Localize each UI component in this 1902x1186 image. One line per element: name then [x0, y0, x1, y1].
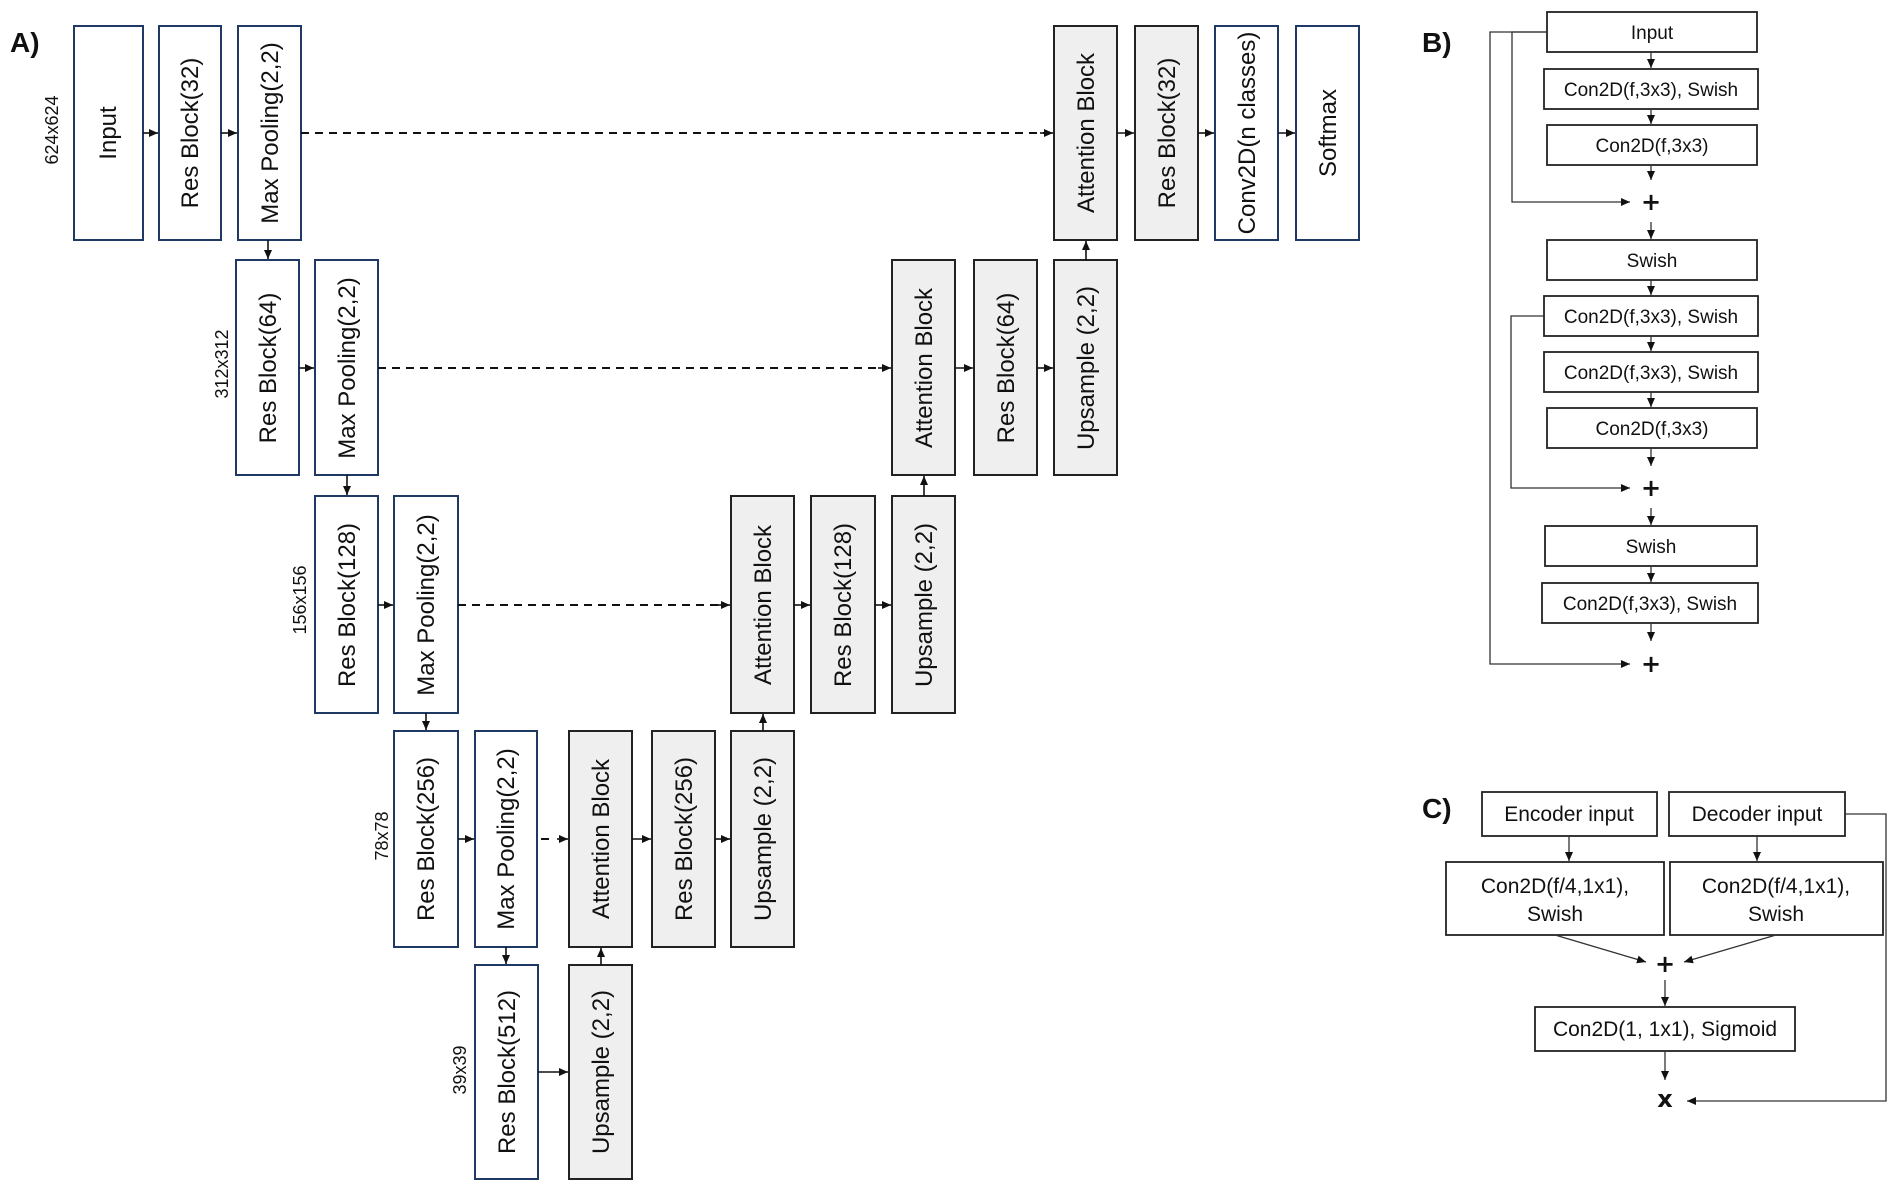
svg-text:Max Pooling(2,2): Max Pooling(2,2) [334, 277, 361, 458]
sigmoid-conv-box: Con2D(1, 1x1), Sigmoid [1534, 1006, 1796, 1052]
svg-text:Res Block(32): Res Block(32) [1154, 58, 1181, 209]
svg-text:Swish: Swish [1626, 537, 1677, 558]
res-swish-1: Swish [1546, 239, 1758, 281]
svg-text:Decoder input: Decoder input [1692, 803, 1823, 826]
upsample-3: Upsample (2,2) [730, 730, 795, 948]
res-conv-swish-4: Con2D(f,3x3), Swish [1541, 582, 1759, 624]
svg-text:Upsample (2,2): Upsample (2,2) [588, 990, 615, 1154]
svg-text:Swish: Swish [1627, 251, 1678, 272]
max-pooling-3: Max Pooling(2,2) [393, 495, 459, 714]
attention-block-arrows [1554, 813, 1887, 1105]
resolution-624-label: 624x624 [42, 95, 62, 164]
max-pooling-1: Max Pooling(2,2) [237, 25, 302, 241]
softmax-block: Softmax [1295, 25, 1360, 241]
svg-text:Res Block(128): Res Block(128) [830, 523, 857, 687]
svg-text:Upsample (2,2): Upsample (2,2) [1073, 286, 1100, 450]
svg-text:Res Block(512): Res Block(512) [494, 990, 521, 1154]
network-arrows [143, 129, 1295, 1076]
res-conv-swish-1: Con2D(f,3x3), Swish [1543, 68, 1759, 110]
svg-text:Attention Block: Attention Block [588, 758, 615, 919]
encoder-input-box: Encoder input [1481, 791, 1658, 837]
encoder-conv-box: Con2D(f/4,1x1), Swish [1445, 861, 1665, 936]
svg-text:Con2D(f,3x3), Swish: Con2D(f,3x3), Swish [1564, 307, 1738, 328]
attention-plus: + [1655, 950, 1675, 978]
svg-text:Attention Block: Attention Block [1073, 52, 1100, 213]
upsample-2: Upsample (2,2) [891, 495, 956, 714]
svg-text:Res Block(32): Res Block(32) [177, 58, 204, 209]
svg-text:Input: Input [1631, 23, 1674, 44]
res-plus-2: + [1641, 474, 1661, 502]
resolution-39-label: 39x39 [450, 1045, 470, 1094]
res-block-512: Res Block(512) [474, 964, 539, 1180]
svg-text:Res Block(64): Res Block(64) [993, 293, 1020, 444]
svg-text:Max Pooling(2,2): Max Pooling(2,2) [413, 514, 440, 695]
attention-block-1: Attention Block [1053, 25, 1118, 241]
panel-b-label: B) [1422, 27, 1452, 58]
decoder-input-box: Decoder input [1668, 791, 1846, 837]
panel-c-label: C) [1422, 793, 1452, 824]
svg-text:Encoder input: Encoder input [1504, 803, 1634, 826]
upsample-1: Upsample (2,2) [1053, 259, 1118, 476]
res-block-32-decoder: Res Block(32) [1134, 25, 1199, 241]
res-block-256-decoder: Res Block(256) [651, 730, 716, 948]
attention-block-2: Attention Block [891, 259, 956, 476]
resolution-78-label: 78x78 [372, 811, 392, 860]
svg-text:Upsample (2,2): Upsample (2,2) [750, 757, 777, 921]
max-pooling-4: Max Pooling(2,2) [474, 730, 538, 948]
res-block-128: Res Block(128) [314, 495, 379, 714]
res-block-32: Res Block(32) [158, 25, 222, 241]
svg-text:Swish: Swish [1748, 903, 1804, 926]
svg-text:Con2D(f,3x3): Con2D(f,3x3) [1596, 419, 1709, 440]
panel-a-label: A) [10, 27, 40, 58]
res-conv-swish-3: Con2D(f,3x3), Swish [1543, 351, 1759, 393]
res-swish-2: Swish [1544, 525, 1758, 567]
svg-text:Attention Block: Attention Block [750, 524, 777, 685]
res-block-arrows [1489, 31, 1655, 668]
svg-text:Swish: Swish [1527, 903, 1583, 926]
svg-text:Conv2D(n classes): Conv2D(n classes) [1234, 32, 1261, 235]
attention-multiply: x [1657, 1085, 1673, 1113]
input-block: Input [73, 25, 144, 241]
svg-text:Res Block(256): Res Block(256) [671, 757, 698, 921]
res-block-detail: Input Con2D(f,3x3), Swish Con2D(f,3x3) +… [1489, 11, 1759, 678]
res-conv-1: Con2D(f,3x3) [1546, 124, 1758, 166]
resolution-312-label: 312x312 [212, 329, 232, 398]
attention-block-3: Attention Block [730, 495, 795, 714]
upsample-4: Upsample (2,2) [568, 964, 633, 1180]
svg-text:Con2D(f,3x3), Swish: Con2D(f,3x3), Swish [1564, 80, 1738, 101]
attention-block-detail: Encoder input Decoder input Con2D(f/4,1x… [1445, 791, 1887, 1113]
attention-block-4: Attention Block [568, 730, 633, 948]
svg-text:Res Block(128): Res Block(128) [334, 523, 361, 687]
res-block-128-decoder: Res Block(128) [810, 495, 876, 714]
svg-text:Con2D(f/4,1x1),: Con2D(f/4,1x1), [1481, 875, 1629, 898]
res-block-256: Res Block(256) [393, 730, 459, 948]
res-block-64: Res Block(64) [235, 259, 300, 476]
svg-text:Con2D(f,3x3), Swish: Con2D(f,3x3), Swish [1563, 594, 1737, 615]
svg-text:Max Pooling(2,2): Max Pooling(2,2) [257, 42, 284, 223]
res-input-box: Input [1546, 11, 1758, 53]
res-plus-1: + [1641, 188, 1661, 216]
svg-text:Con2D(1, 1x1), Sigmoid: Con2D(1, 1x1), Sigmoid [1553, 1018, 1777, 1041]
res-block-64-decoder: Res Block(64) [973, 259, 1038, 476]
svg-text:Con2D(f,3x3), Swish: Con2D(f,3x3), Swish [1564, 363, 1738, 384]
svg-text:Con2D(f,3x3): Con2D(f,3x3) [1596, 136, 1709, 157]
conv2d-output-block: Conv2D(n classes) [1214, 25, 1279, 241]
resolution-156-label: 156x156 [290, 565, 310, 634]
svg-text:Softmax: Softmax [1315, 89, 1342, 177]
decoder-conv-box: Con2D(f/4,1x1), Swish [1669, 861, 1884, 936]
svg-text:Res Block(64): Res Block(64) [255, 293, 282, 444]
svg-text:Con2D(f/4,1x1),: Con2D(f/4,1x1), [1702, 875, 1850, 898]
svg-text:Input: Input [95, 106, 122, 160]
svg-text:Attention Block: Attention Block [911, 287, 938, 448]
max-pooling-2: Max Pooling(2,2) [314, 259, 379, 476]
svg-text:Res Block(256): Res Block(256) [413, 757, 440, 921]
svg-text:Upsample (2,2): Upsample (2,2) [911, 523, 938, 687]
res-conv-swish-2: Con2D(f,3x3), Swish [1543, 295, 1759, 337]
res-conv-2: Con2D(f,3x3) [1546, 407, 1758, 449]
res-plus-3: + [1641, 650, 1661, 678]
svg-text:Max Pooling(2,2): Max Pooling(2,2) [493, 748, 520, 929]
